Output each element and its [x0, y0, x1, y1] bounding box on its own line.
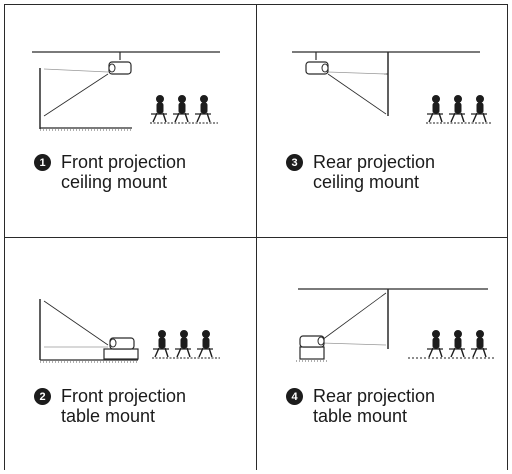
audience-icon: [152, 330, 220, 359]
panel-front-ceiling: 1 Front projection ceiling mount: [4, 4, 256, 237]
audience-icon: [150, 95, 218, 124]
projector-icon: [108, 61, 132, 75]
panel-caption: 1 Front projection ceiling mount: [34, 152, 186, 192]
caption-line-1: Rear projection: [313, 152, 436, 172]
caption-line-2: ceiling mount: [61, 172, 168, 192]
panel-rear-table: 4 Rear projection table mount: [256, 237, 508, 470]
panel-caption: 3 Rear projection ceiling mount: [286, 152, 435, 192]
setup-grid: 1 Front projection ceiling mount: [4, 4, 508, 470]
caption-line-2: table mount: [313, 406, 408, 426]
audience-icon: [408, 330, 496, 359]
rear-table-illustration: [296, 288, 496, 362]
number-badge: 4: [286, 388, 303, 405]
panel-front-table: 2 Front projection table mount: [4, 237, 256, 470]
number-badge: 3: [286, 154, 303, 171]
caption-line-1: Rear projection: [313, 386, 436, 406]
number-badge: 1: [34, 154, 51, 171]
projector-icon: [305, 61, 329, 75]
caption-line-1: Front projection: [61, 152, 187, 172]
projector-icon: [299, 335, 325, 348]
panel-rear-ceiling: 3 Rear projection ceiling mount: [256, 4, 508, 237]
caption-line-2: table mount: [61, 406, 156, 426]
projector-icon: [109, 337, 135, 350]
caption-line-2: ceiling mount: [313, 172, 420, 192]
grid-horizontal-divider: [4, 237, 508, 238]
front-ceiling-illustration: [32, 51, 220, 131]
panel-caption: 2 Front projection table mount: [34, 386, 186, 426]
number-badge: 2: [34, 388, 51, 405]
panel-caption: 4 Rear projection table mount: [286, 386, 435, 426]
rear-ceiling-illustration: [292, 51, 492, 124]
caption-line-1: Front projection: [61, 386, 187, 406]
audience-icon: [426, 95, 492, 124]
front-table-illustration: [39, 299, 220, 363]
